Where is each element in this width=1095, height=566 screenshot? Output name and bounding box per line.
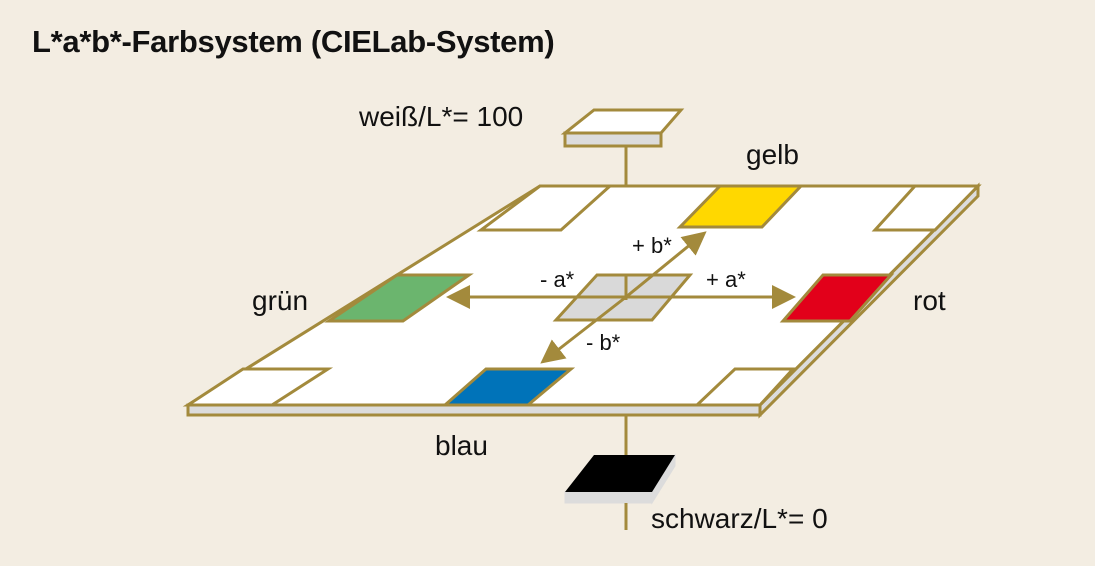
blue-label: blau (435, 430, 488, 461)
minus-a-label: - a* (540, 267, 575, 292)
blue-patch (441, 367, 576, 407)
corner-patch-back-right (871, 184, 982, 232)
red-patch (779, 273, 895, 323)
green-label: grün (252, 285, 308, 316)
minus-b-label: - b* (586, 330, 621, 355)
black-label: schwarz/L*= 0 (651, 503, 828, 534)
white-label: weiß/L*= 100 (358, 101, 523, 132)
corner-patch-back-left (476, 184, 614, 232)
yellow-patch (676, 184, 805, 229)
green-patch (324, 273, 474, 323)
plus-b-label: + b* (632, 233, 672, 258)
minus-b-arrow (540, 295, 627, 364)
plus-b-arrow (625, 231, 707, 299)
red-label: rot (913, 285, 946, 316)
diagram-title: L*a*b*-Farbsystem (CIELab-System) (32, 24, 555, 59)
corner-patch-front-right (693, 367, 797, 407)
yellow-label: gelb (746, 139, 799, 170)
plus-a-label: + a* (706, 267, 746, 292)
black-tile (564, 453, 676, 505)
corner-patch-front-left (182, 367, 334, 407)
white-tile (560, 108, 685, 148)
